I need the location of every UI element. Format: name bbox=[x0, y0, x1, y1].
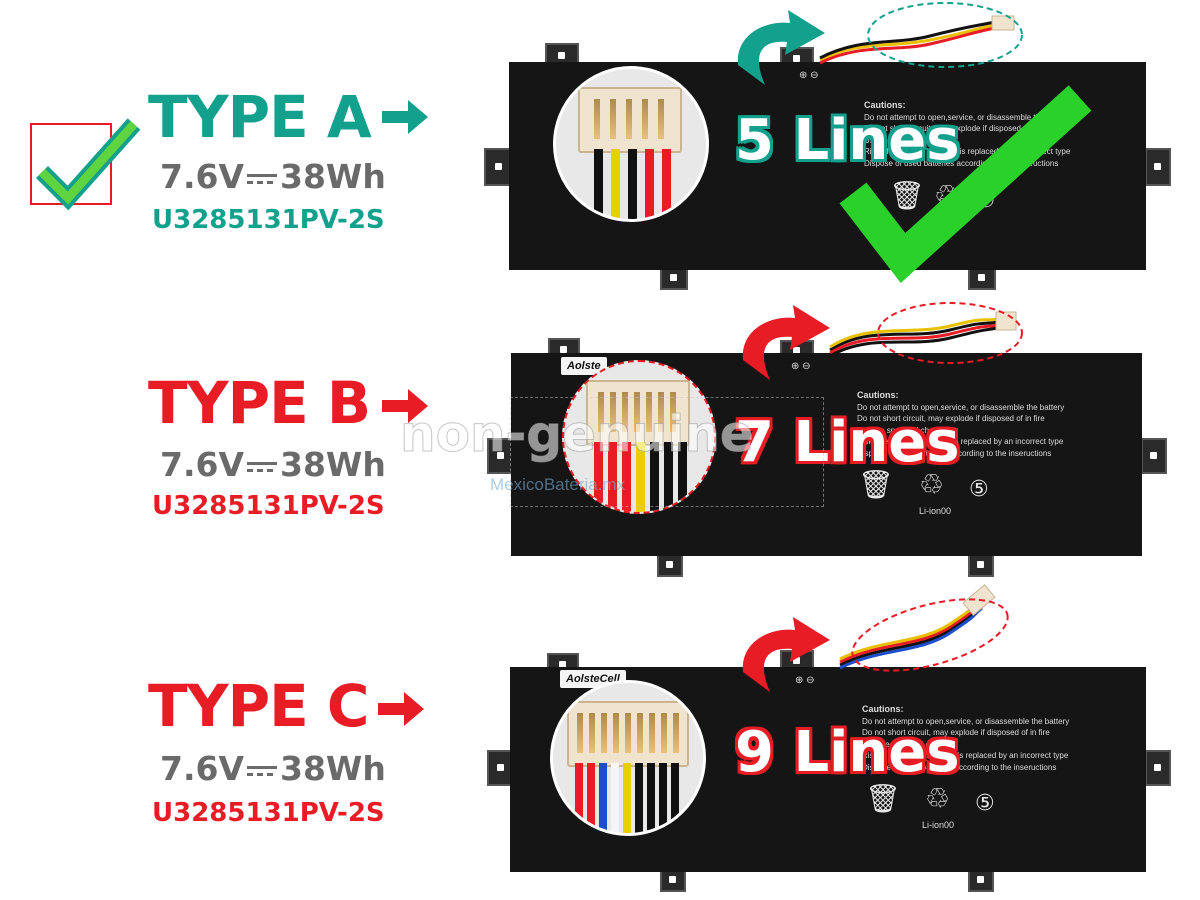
watermark-text: non-genuine bbox=[400, 405, 755, 464]
recycle-number-icon: ⑤ bbox=[969, 477, 989, 502]
voltage: 7.6V bbox=[160, 157, 244, 196]
wire-harness bbox=[819, 2, 1023, 68]
battery-tab bbox=[968, 553, 994, 577]
type-b-title: TYPE B bbox=[148, 369, 371, 437]
terminal-plus-icon: ⊕ ⊖ bbox=[799, 70, 819, 81]
energy: 38Wh bbox=[280, 749, 386, 788]
type-a-title: TYPE A bbox=[148, 83, 372, 151]
battery-tab bbox=[1145, 750, 1171, 786]
curved-arrow-icon bbox=[742, 305, 830, 380]
liion-label: Li-ion00 bbox=[922, 820, 955, 830]
large-checkmark-icon bbox=[839, 85, 1092, 283]
terminal-plus-icon: ⊕ ⊖ bbox=[795, 675, 815, 686]
connector bbox=[578, 87, 682, 153]
battery-warnings: Cautions: Do not attempt to open,service… bbox=[864, 100, 1072, 168]
dc-symbol-icon bbox=[247, 761, 277, 781]
curved-arrow-icon bbox=[737, 10, 825, 85]
battery-tab bbox=[1145, 148, 1171, 186]
arrow-right-icon bbox=[382, 389, 428, 423]
recycle-icon: ♲ bbox=[919, 468, 945, 501]
recycle-number-icon: ⑤ bbox=[975, 791, 995, 816]
recycle-icon: ♲ bbox=[925, 782, 951, 815]
wire-harness bbox=[829, 302, 1023, 364]
connector-zoom bbox=[553, 66, 709, 222]
battery-tab bbox=[1141, 438, 1167, 474]
type-a-spec: 7.6V 38Wh bbox=[160, 160, 386, 193]
dc-symbol-icon bbox=[247, 169, 277, 189]
terminal-plus-icon: ⊕ ⊖ bbox=[791, 361, 811, 372]
arrow-right-icon bbox=[378, 692, 424, 726]
arrow-right-icon bbox=[382, 100, 428, 134]
lines-count-label: 7 Lines bbox=[735, 410, 960, 475]
weee-bin-icon: 🗑 bbox=[858, 468, 894, 501]
wire-harness bbox=[839, 584, 1009, 672]
type-b-spec: 7.6V 38Wh bbox=[160, 448, 386, 481]
liion-label: Li-ion00 bbox=[919, 506, 952, 516]
type-c-title: TYPE C bbox=[148, 672, 369, 740]
battery-tab bbox=[660, 868, 686, 892]
lines-count-label: 9 Lines bbox=[735, 720, 960, 785]
weee-bin-icon: 🗑 bbox=[889, 179, 925, 212]
connector-zoom bbox=[550, 680, 706, 836]
lines-count-label: 5 Lines bbox=[735, 108, 960, 173]
dc-symbol-icon bbox=[247, 457, 277, 477]
type-a-row: TYPE A 7.6V 38Wh U3285131PV-2S ⊕ ⊖ Cautio… bbox=[0, 0, 1200, 300]
curved-arrow-icon bbox=[742, 617, 830, 692]
battery-warnings: Cautions: Do not attempt to open,service… bbox=[857, 390, 1065, 458]
energy: 38Wh bbox=[280, 157, 386, 196]
brand-sticker: Aolste bbox=[561, 357, 607, 375]
type-b-row: TYPE B 7.6V 38Wh U3285131PV-2S Aolste ⊕ ⊖… bbox=[0, 300, 1200, 600]
type-c-model: U3285131PV-2S bbox=[152, 798, 385, 828]
energy: 38Wh bbox=[280, 445, 386, 484]
voltage: 7.6V bbox=[160, 445, 244, 484]
type-a-model: U3285131PV-2S bbox=[152, 205, 385, 235]
checkmark-icon bbox=[35, 118, 141, 211]
watermark-site: MexicoBateria.mx bbox=[490, 475, 626, 494]
battery-tab bbox=[657, 553, 683, 577]
weee-bin-icon: 🗑 bbox=[865, 782, 901, 815]
watermark-box bbox=[510, 397, 824, 507]
connector-zoom bbox=[562, 360, 716, 514]
type-b-model: U3285131PV-2S bbox=[152, 491, 385, 521]
battery-warnings: Cautions: Do not attempt to open,service… bbox=[862, 704, 1070, 772]
voltage: 7.6V bbox=[160, 749, 244, 788]
battery-tab bbox=[968, 266, 996, 290]
connector bbox=[567, 701, 689, 767]
type-c-spec: 7.6V 38Wh bbox=[160, 752, 386, 785]
